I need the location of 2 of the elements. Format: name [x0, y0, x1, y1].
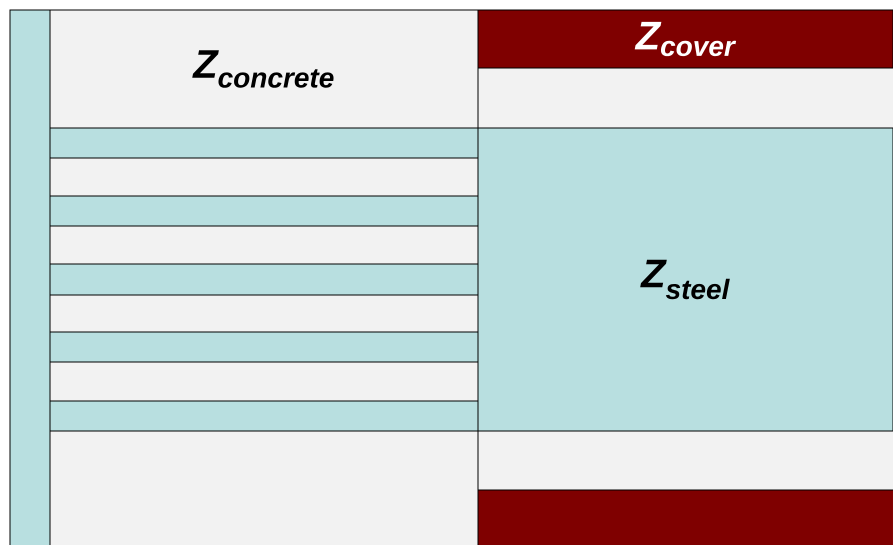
steel-region: Z$_{steel}$: [478, 128, 893, 432]
cover-band: Z$_{cover}$: [478, 10, 893, 68]
